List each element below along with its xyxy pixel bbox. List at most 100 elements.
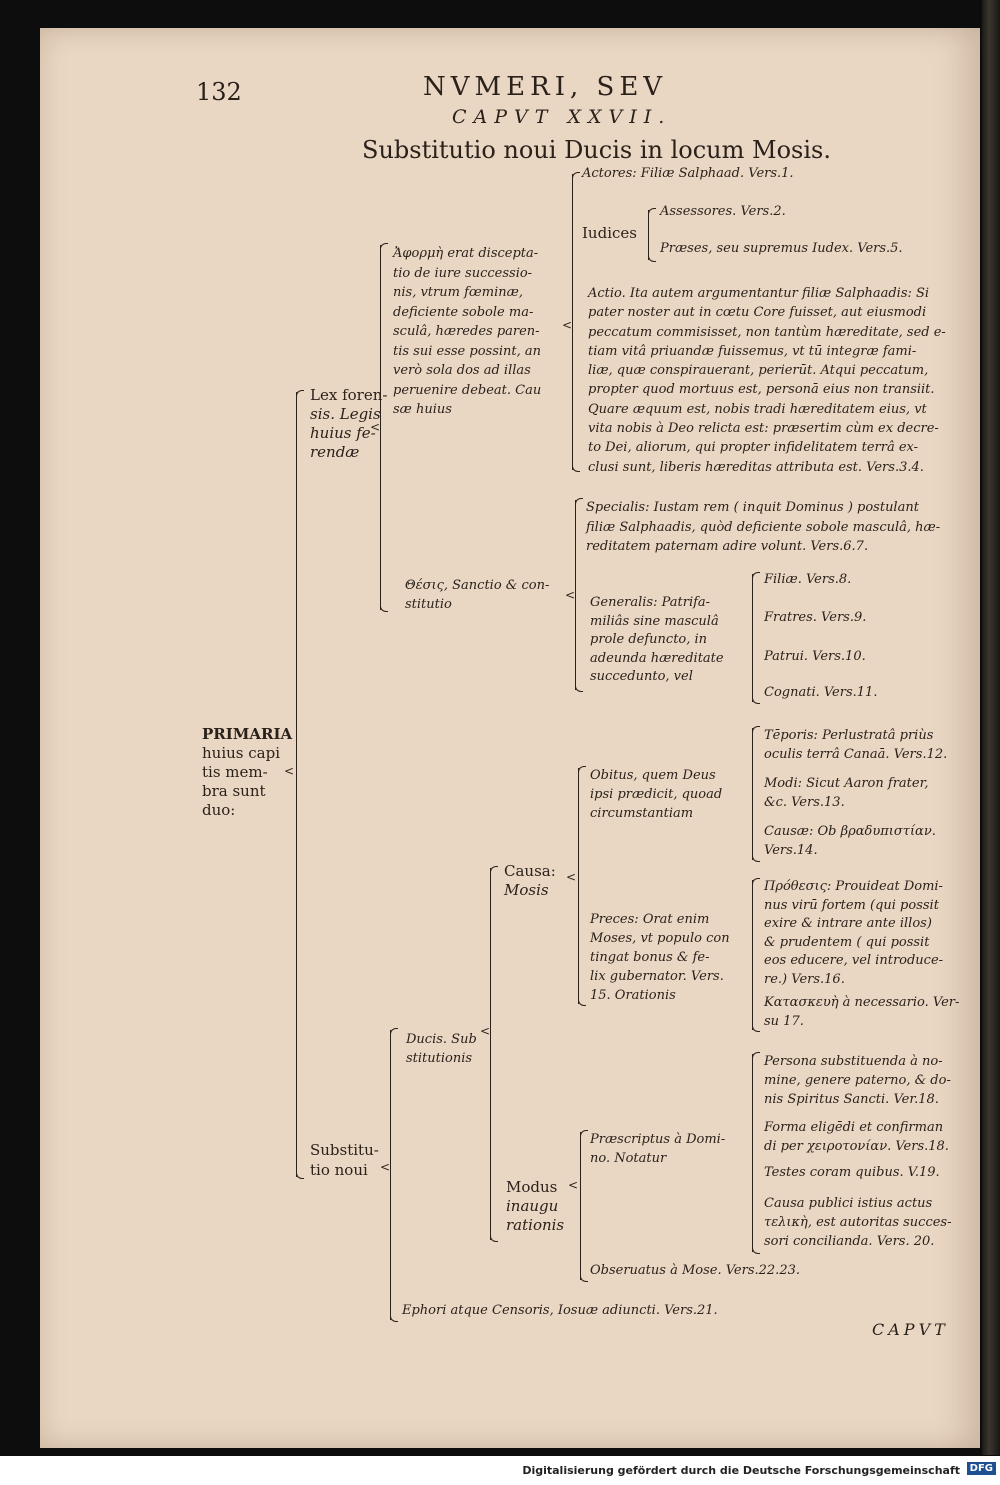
book-edge xyxy=(982,0,1000,1455)
actio-line: tiam vitâ priuandæ fuissemus, vt tū inte… xyxy=(588,343,917,359)
brace-modus xyxy=(580,1130,588,1282)
temporis-block: Tēporis: Perlustratâ priùs oculis terrâ … xyxy=(764,726,947,764)
causae-line: Vers.14. xyxy=(764,843,818,858)
causa-publici-block: Causa publici istius actus τελικὴ, est a… xyxy=(764,1194,952,1251)
specialis-block: Specialis: Iustam rem ( inquit Dominus )… xyxy=(586,498,940,557)
persona-line: nis Spiritus Sancti. Ver.18. xyxy=(764,1092,939,1107)
chapter-heading: CAPVT XXVII. xyxy=(452,106,672,128)
preces-line: 15. Orationis xyxy=(590,988,676,1003)
iudices-label: Iudices xyxy=(582,224,637,242)
actio-line: liæ, quæ conspirauerant, perierūt. Atqui… xyxy=(588,363,929,379)
prothesis-line: exire & intrare ante illos) xyxy=(764,916,932,931)
persona-block: Persona substituenda à no- mine, genere … xyxy=(764,1052,951,1109)
forma-line: Forma eligēdi et confirman xyxy=(764,1120,944,1135)
causa-label: Causa: Mosis xyxy=(504,862,556,900)
ducis-label: Ducis. Sub stitutionis xyxy=(406,1030,477,1068)
brace-generalis xyxy=(752,572,760,704)
testes: Testes coram quibus. V.19. xyxy=(764,1165,940,1180)
root-label: PRIMARIA huius capi tis mem- bra sunt du… xyxy=(202,725,292,820)
assessores: Assessores. Vers.2. xyxy=(660,204,786,219)
aphorme-line: tio de iure successio- xyxy=(393,265,533,281)
praescriptus-block: Præscriptus à Domi- no. Notatur xyxy=(590,1130,725,1168)
root-line: huius capi xyxy=(202,744,280,762)
actio-line: to Dei, aliorum, qui propter infidelitat… xyxy=(588,440,919,456)
lex-line: huius fe- xyxy=(310,424,376,442)
substitutio-label: Substitu- tio noui xyxy=(310,1140,379,1180)
actio-line: vita nobis à Deo relicta est: præsertim … xyxy=(588,421,939,437)
modi-line: &c. Vers.13. xyxy=(764,795,845,810)
forma-block: Forma eligēdi et confirman di per χειροτ… xyxy=(764,1118,949,1156)
prothesis-line: nus virū fortem (qui possit xyxy=(764,897,939,913)
ephori: Ephori atque Censoris, Iosuæ adiuncti. V… xyxy=(402,1303,718,1318)
kataskeue-line: su 17. xyxy=(764,1013,804,1029)
kataskeue-line: Κατασκευὴ à necessario. Ver- xyxy=(764,995,960,1010)
prothesis-block: Πρόθεσις: Prouideat Domi- nus virū forte… xyxy=(764,878,943,989)
brace-ducis xyxy=(490,866,498,1242)
modi-block: Modi: Sicut Aaron frater, &c. Vers.13. xyxy=(764,774,929,812)
lex-label: Lex foren- sis. Legis huius fe- rendæ xyxy=(310,386,387,462)
obseruatus: Obseruatus à Mose. Vers.22.23. xyxy=(590,1263,800,1278)
modi-line: Modi: Sicut Aaron frater, xyxy=(764,776,929,791)
praeses: Præses, seu supremus Iudex. Vers.5. xyxy=(660,241,903,256)
prothesis-line: re.) Vers.16. xyxy=(764,971,845,987)
causae-line: Causæ: Ob βραδυπιστίαν. xyxy=(764,824,936,839)
lex-line: Lex foren- xyxy=(310,386,388,404)
thesis-block: Θέσις, Sanctio & con- stitutio xyxy=(405,576,549,614)
temporis-line: oculis terrâ Canaā. Vers.12. xyxy=(764,747,948,762)
root-line: duo: xyxy=(202,801,236,819)
brace-tip: < xyxy=(380,1160,391,1174)
brace-root xyxy=(296,390,304,1179)
page-number: 132 xyxy=(196,78,242,106)
brace-tip: < xyxy=(562,318,573,332)
causa-line: Mosis xyxy=(504,881,549,899)
ducis-line: stitutionis xyxy=(406,1051,473,1066)
brace-obitus xyxy=(752,726,760,862)
specialis-line: filiæ Salphaadis, quòd deficiente sobole… xyxy=(586,519,941,535)
causa-publici-line: sori concilianda. Vers. 20. xyxy=(764,1234,935,1249)
brace-substitutio xyxy=(390,1028,398,1322)
forma-line: di per χειροτονίαν. Vers.18. xyxy=(764,1139,949,1154)
modus-label: Modus inaugu rationis xyxy=(506,1178,564,1235)
brace-thesis xyxy=(575,498,583,692)
actio-line: Actio. Ita autem argumentantur filiæ Sal… xyxy=(588,286,930,301)
actio-block: Actio. Ita autem argumentantur filiæ Sal… xyxy=(588,284,946,477)
ducis-line: Ducis. Sub xyxy=(406,1032,477,1047)
actio-line: pater noster aut in cœtu Core fuisset, a… xyxy=(588,305,927,321)
root-line: bra sunt xyxy=(202,782,266,800)
prothesis-line: eos educere, vel introduce- xyxy=(764,953,944,968)
generalis-line: miliâs sine masculâ xyxy=(590,613,719,629)
brace-causa xyxy=(578,766,586,1006)
root-line: tis mem- xyxy=(202,763,268,781)
actio-line: propter quod mortuus est, personā eius n… xyxy=(588,382,935,398)
prothesis-line: & prudentem ( qui possit xyxy=(764,934,930,950)
book-page xyxy=(40,28,980,1448)
actores: Actores: Filiæ Salphaad. Vers.1. xyxy=(582,166,794,181)
brace-iudices xyxy=(648,208,656,262)
running-title: NVMERI, SEV xyxy=(423,72,668,102)
prothesis-line: Πρόθεσις: Prouideat Domi- xyxy=(764,879,943,894)
persona-line: Persona substituenda à no- xyxy=(764,1054,943,1069)
brace-praescriptus xyxy=(752,1052,760,1254)
generalis-line: adeunda hæreditate xyxy=(590,650,724,666)
causae-block: Causæ: Ob βραδυπιστίαν. Vers.14. xyxy=(764,822,936,860)
brace-tip: < xyxy=(568,1178,579,1192)
generalis-line: prole defuncto, in xyxy=(590,632,708,647)
aphorme-line: tis sui esse possint, an xyxy=(393,343,542,359)
substitutio-line: Substitu- xyxy=(310,1141,379,1159)
brace-tip: < xyxy=(565,588,576,602)
preces-block: Preces: Orat enim Moses, vt populo con t… xyxy=(590,910,730,1005)
modus-line: rationis xyxy=(506,1216,565,1234)
persona-line: mine, genere paterno, & do- xyxy=(764,1073,951,1088)
thesis-line: Θέσις, Sanctio & con- xyxy=(405,578,550,593)
fratres: Fratres. Vers.9. xyxy=(764,610,867,625)
footer-bar: Digitalisierung gefördert durch die Deut… xyxy=(0,1456,1000,1485)
aphorme-line: peruenire debeat. Cau xyxy=(393,382,542,398)
lex-line: sis. Legis xyxy=(310,405,381,423)
preces-line: tingat bonus & fe- xyxy=(590,950,710,965)
root-line: PRIMARIA xyxy=(202,725,293,743)
praescriptus-line: Præscriptus à Domi- xyxy=(590,1132,726,1147)
brace-tip: < xyxy=(370,420,381,434)
specialis-line: Specialis: Iustam rem ( inquit Dominus )… xyxy=(586,500,919,515)
aphorme-line: verò sola dos ad illas xyxy=(393,363,531,378)
lex-line: rendæ xyxy=(310,443,360,461)
